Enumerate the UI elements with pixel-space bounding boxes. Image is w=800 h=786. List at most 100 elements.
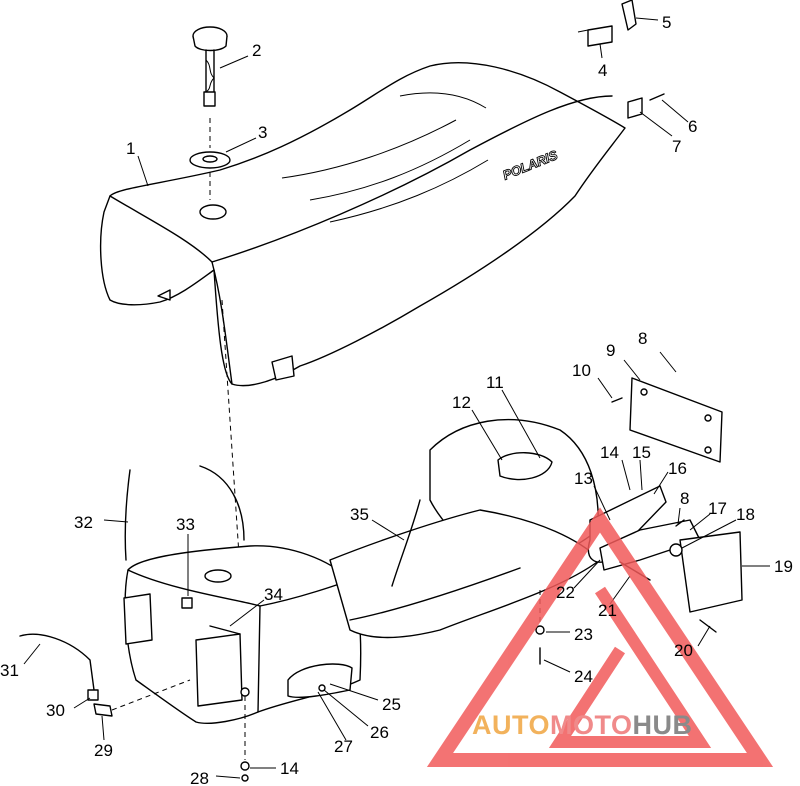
tank-cutout [287,663,353,699]
elbow-fitting-29 [93,703,113,717]
bolt-8b [675,519,685,527]
seat-rib-2 [309,139,471,201]
tank-strap-34 [209,625,241,635]
leader-25 [329,683,379,701]
seat-front-edge [109,195,213,263]
fuel-line-parts [19,590,545,782]
fuel-cap-gasket [189,151,231,169]
fuel-gauge-rod [205,49,215,93]
leader-15 [639,459,643,491]
logo-triangle-inner [548,586,712,748]
logo-triangle-outer [426,507,774,767]
callout-8a: 8 [638,329,647,348]
tank-fitting-33 [181,597,193,609]
leader-24 [543,659,571,673]
callout-20: 20 [674,641,693,660]
callout-9: 9 [606,341,615,360]
console-frame [329,418,601,639]
callout-10: 10 [572,361,591,380]
callout-27: 27 [334,737,353,756]
callout-24: 24 [574,667,593,686]
cable-35 [391,499,421,587]
callout-29: 29 [94,741,113,760]
callout-16: 16 [668,459,687,478]
callout-22: 22 [556,583,575,602]
leader-27 [317,691,347,741]
callout-4: 4 [598,61,607,80]
grommet-26 [318,684,326,692]
washer-14 [240,761,250,771]
fuel-tank-body [124,545,362,724]
callout-31: 31 [0,661,19,680]
leader-7 [639,111,673,137]
leader-26 [323,689,369,727]
leader-10 [597,377,613,399]
seat-rear-hump [399,92,487,109]
callout-6: 6 [688,117,697,136]
fuel-gauge-wire [205,59,215,93]
leader-4 [599,43,603,59]
callout-12: 12 [452,393,471,412]
callout-5: 5 [662,13,671,32]
callout-14b: 14 [280,759,299,778]
watermark-auto: AUTO [472,710,550,740]
leader-30 [73,697,91,709]
fuel-cap-body [192,35,228,52]
seat-outline [99,62,626,387]
plate-9 [629,377,723,463]
vent-hose-32b [199,465,245,541]
bolt-20 [699,619,717,633]
nut-28 [241,774,249,782]
bracket-7 [627,97,643,119]
callout-11: 11 [486,373,504,392]
callout-35: 35 [350,505,369,524]
leader-35 [371,519,405,541]
callout-32: 32 [74,513,93,532]
leader-6 [661,99,689,123]
seat-latch-tab [271,355,295,381]
leader-2 [219,55,249,69]
automotohub-logo [426,507,774,767]
leader-22 [573,559,601,589]
nut-10 [611,397,623,403]
callout-2: 2 [252,41,261,60]
callout-3: 3 [258,123,267,142]
leader-34 [229,599,265,627]
rear-bracket-parts [627,93,665,119]
callout-26: 26 [370,723,389,742]
leader-11 [501,389,541,459]
console-pocket-12 [497,452,553,481]
washer-23 [535,625,545,635]
callout-labels: 1 2 3 4 5 6 7 8 8 9 10 11 12 13 14 14 15… [0,13,793,786]
fuel-line-31 [19,633,95,691]
watermark-moto: MOTO [550,710,633,740]
callout-23: 23 [574,625,593,644]
callout-15: 15 [632,443,651,462]
callout-13: 13 [574,469,593,488]
callout-1: 1 [126,139,135,158]
leader-3 [225,137,257,153]
tank-side-panel-right [195,633,243,707]
leader-5 [635,17,659,21]
tank-filler-neck [204,569,232,583]
leader-16 [653,471,669,495]
leader-8b [677,507,681,525]
callout-34: 34 [264,585,283,604]
filler-alignment-line-tank [221,299,241,571]
floor-edge [349,567,521,621]
callout-18: 18 [736,505,755,524]
leader-32 [103,519,129,523]
leader-8a [659,351,677,373]
fuel-filler-opening [199,204,227,220]
leader-9 [623,359,641,381]
fuel-tank-corner [257,605,261,713]
fitting-alignment-line [111,679,191,711]
clamp-30 [87,689,99,701]
plate-hole-a [640,388,648,396]
leader-13 [593,485,611,521]
callout-28: 28 [190,769,209,786]
callout-17: 17 [708,499,727,518]
callout-30: 30 [46,701,65,720]
watermark-text: AUTOMOTOHUB [472,710,693,740]
